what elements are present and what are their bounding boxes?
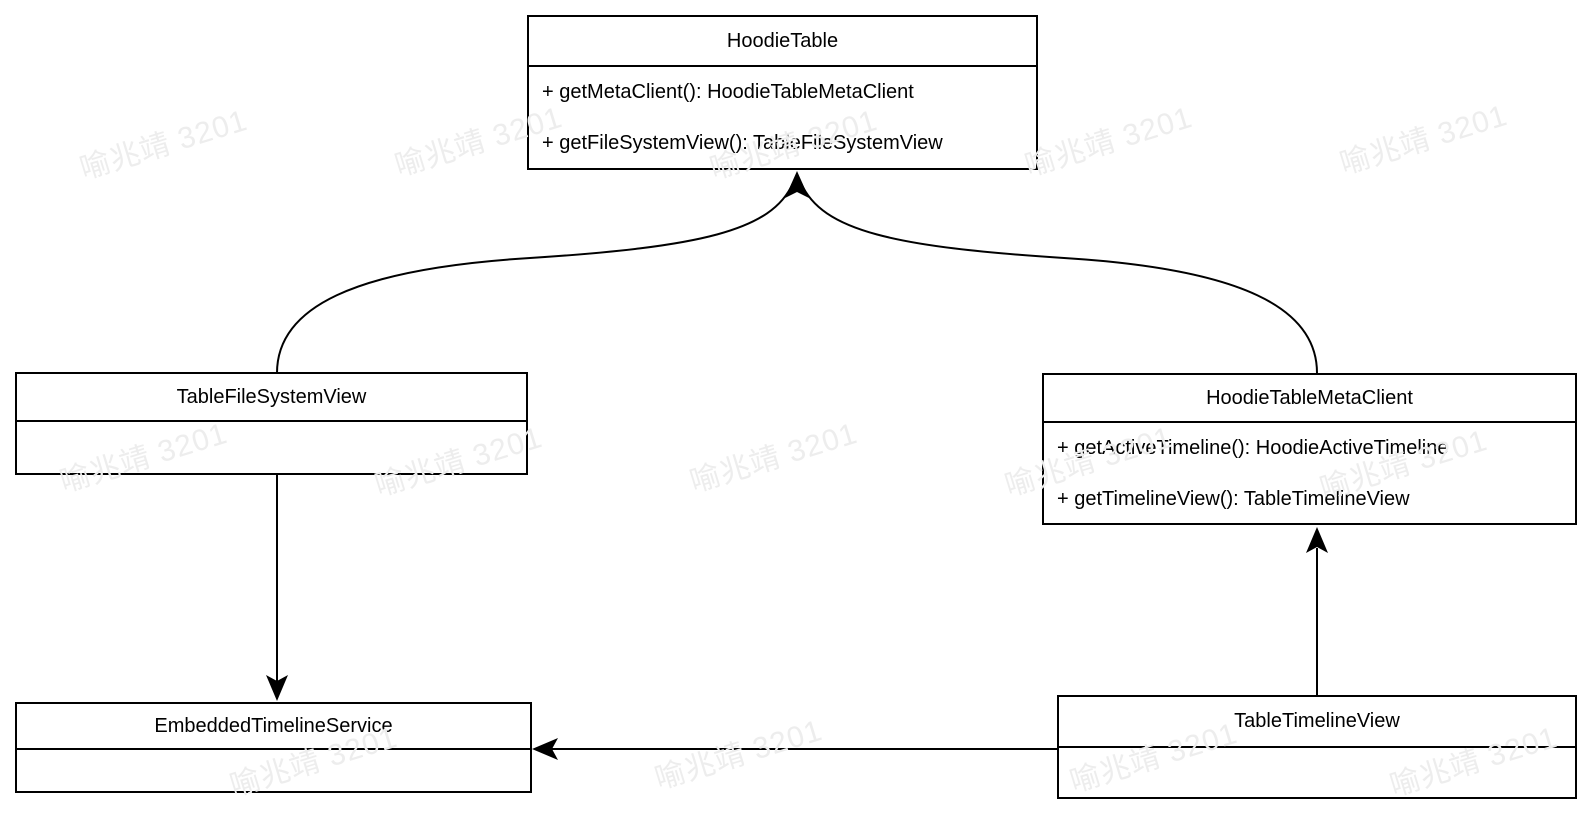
watermark: 喻兆靖 3201	[1001, 420, 1177, 504]
class-title-tabletimelineview: TableTimelineView	[1059, 697, 1575, 748]
class-title-hoodietable: HoodieTable	[529, 17, 1036, 67]
watermark: 喻兆靖 3201	[1066, 716, 1242, 800]
method-getfilesystemview: + getFileSystemView(): TableFileSystemVi…	[542, 132, 943, 154]
method-getmetaclient: + getMetaClient(): HoodieTableMetaClient	[542, 81, 914, 103]
class-box-tabletimelineview: TableTimelineView	[1057, 695, 1577, 799]
method-gettimelineview: + getTimelineView(): TableTimelineView	[1057, 488, 1410, 510]
class-box-embeddedtimelineservice: EmbeddedTimelineService	[15, 702, 532, 793]
watermark: 喻兆靖 3201	[1386, 720, 1562, 804]
class-box-tablefilesystemview: TableFileSystemView	[15, 372, 528, 475]
watermark: 喻兆靖 3201	[706, 103, 882, 187]
watermark: 喻兆靖 3201	[651, 713, 827, 797]
watermark: 喻兆靖 3201	[226, 720, 402, 804]
class-title-embeddedtimelineservice: EmbeddedTimelineService	[17, 704, 530, 750]
class-box-hoodietablemetaclient: HoodieTableMetaClient + getActiveTimelin…	[1042, 373, 1577, 525]
watermark: 喻兆靖 3201	[1316, 423, 1492, 507]
class-box-hoodietable: HoodieTable + getMetaClient(): HoodieTab…	[527, 15, 1038, 170]
class-body-hoodietable: + getMetaClient(): HoodieTableMetaClient…	[529, 67, 1036, 169]
watermark: 喻兆靖 3201	[371, 420, 547, 504]
class-title-hoodietablemetaclient: HoodieTableMetaClient	[1044, 375, 1575, 423]
watermark: 喻兆靖 3201	[56, 416, 232, 500]
watermark: 喻兆靖 3201	[686, 416, 862, 500]
class-body-hoodietablemetaclient: + getActiveTimeline(): HoodieActiveTimel…	[1044, 423, 1575, 525]
class-title-tablefilesystemview: TableFileSystemView	[17, 374, 526, 422]
watermark: 喻兆靖 3201	[391, 100, 567, 184]
watermark: 喻兆靖 3201	[1021, 100, 1197, 184]
watermark: 喻兆靖 3201	[1336, 98, 1512, 182]
method-getactivetimeline: + getActiveTimeline(): HoodieActiveTimel…	[1057, 437, 1449, 459]
watermark: 喻兆靖 3201	[76, 103, 252, 187]
